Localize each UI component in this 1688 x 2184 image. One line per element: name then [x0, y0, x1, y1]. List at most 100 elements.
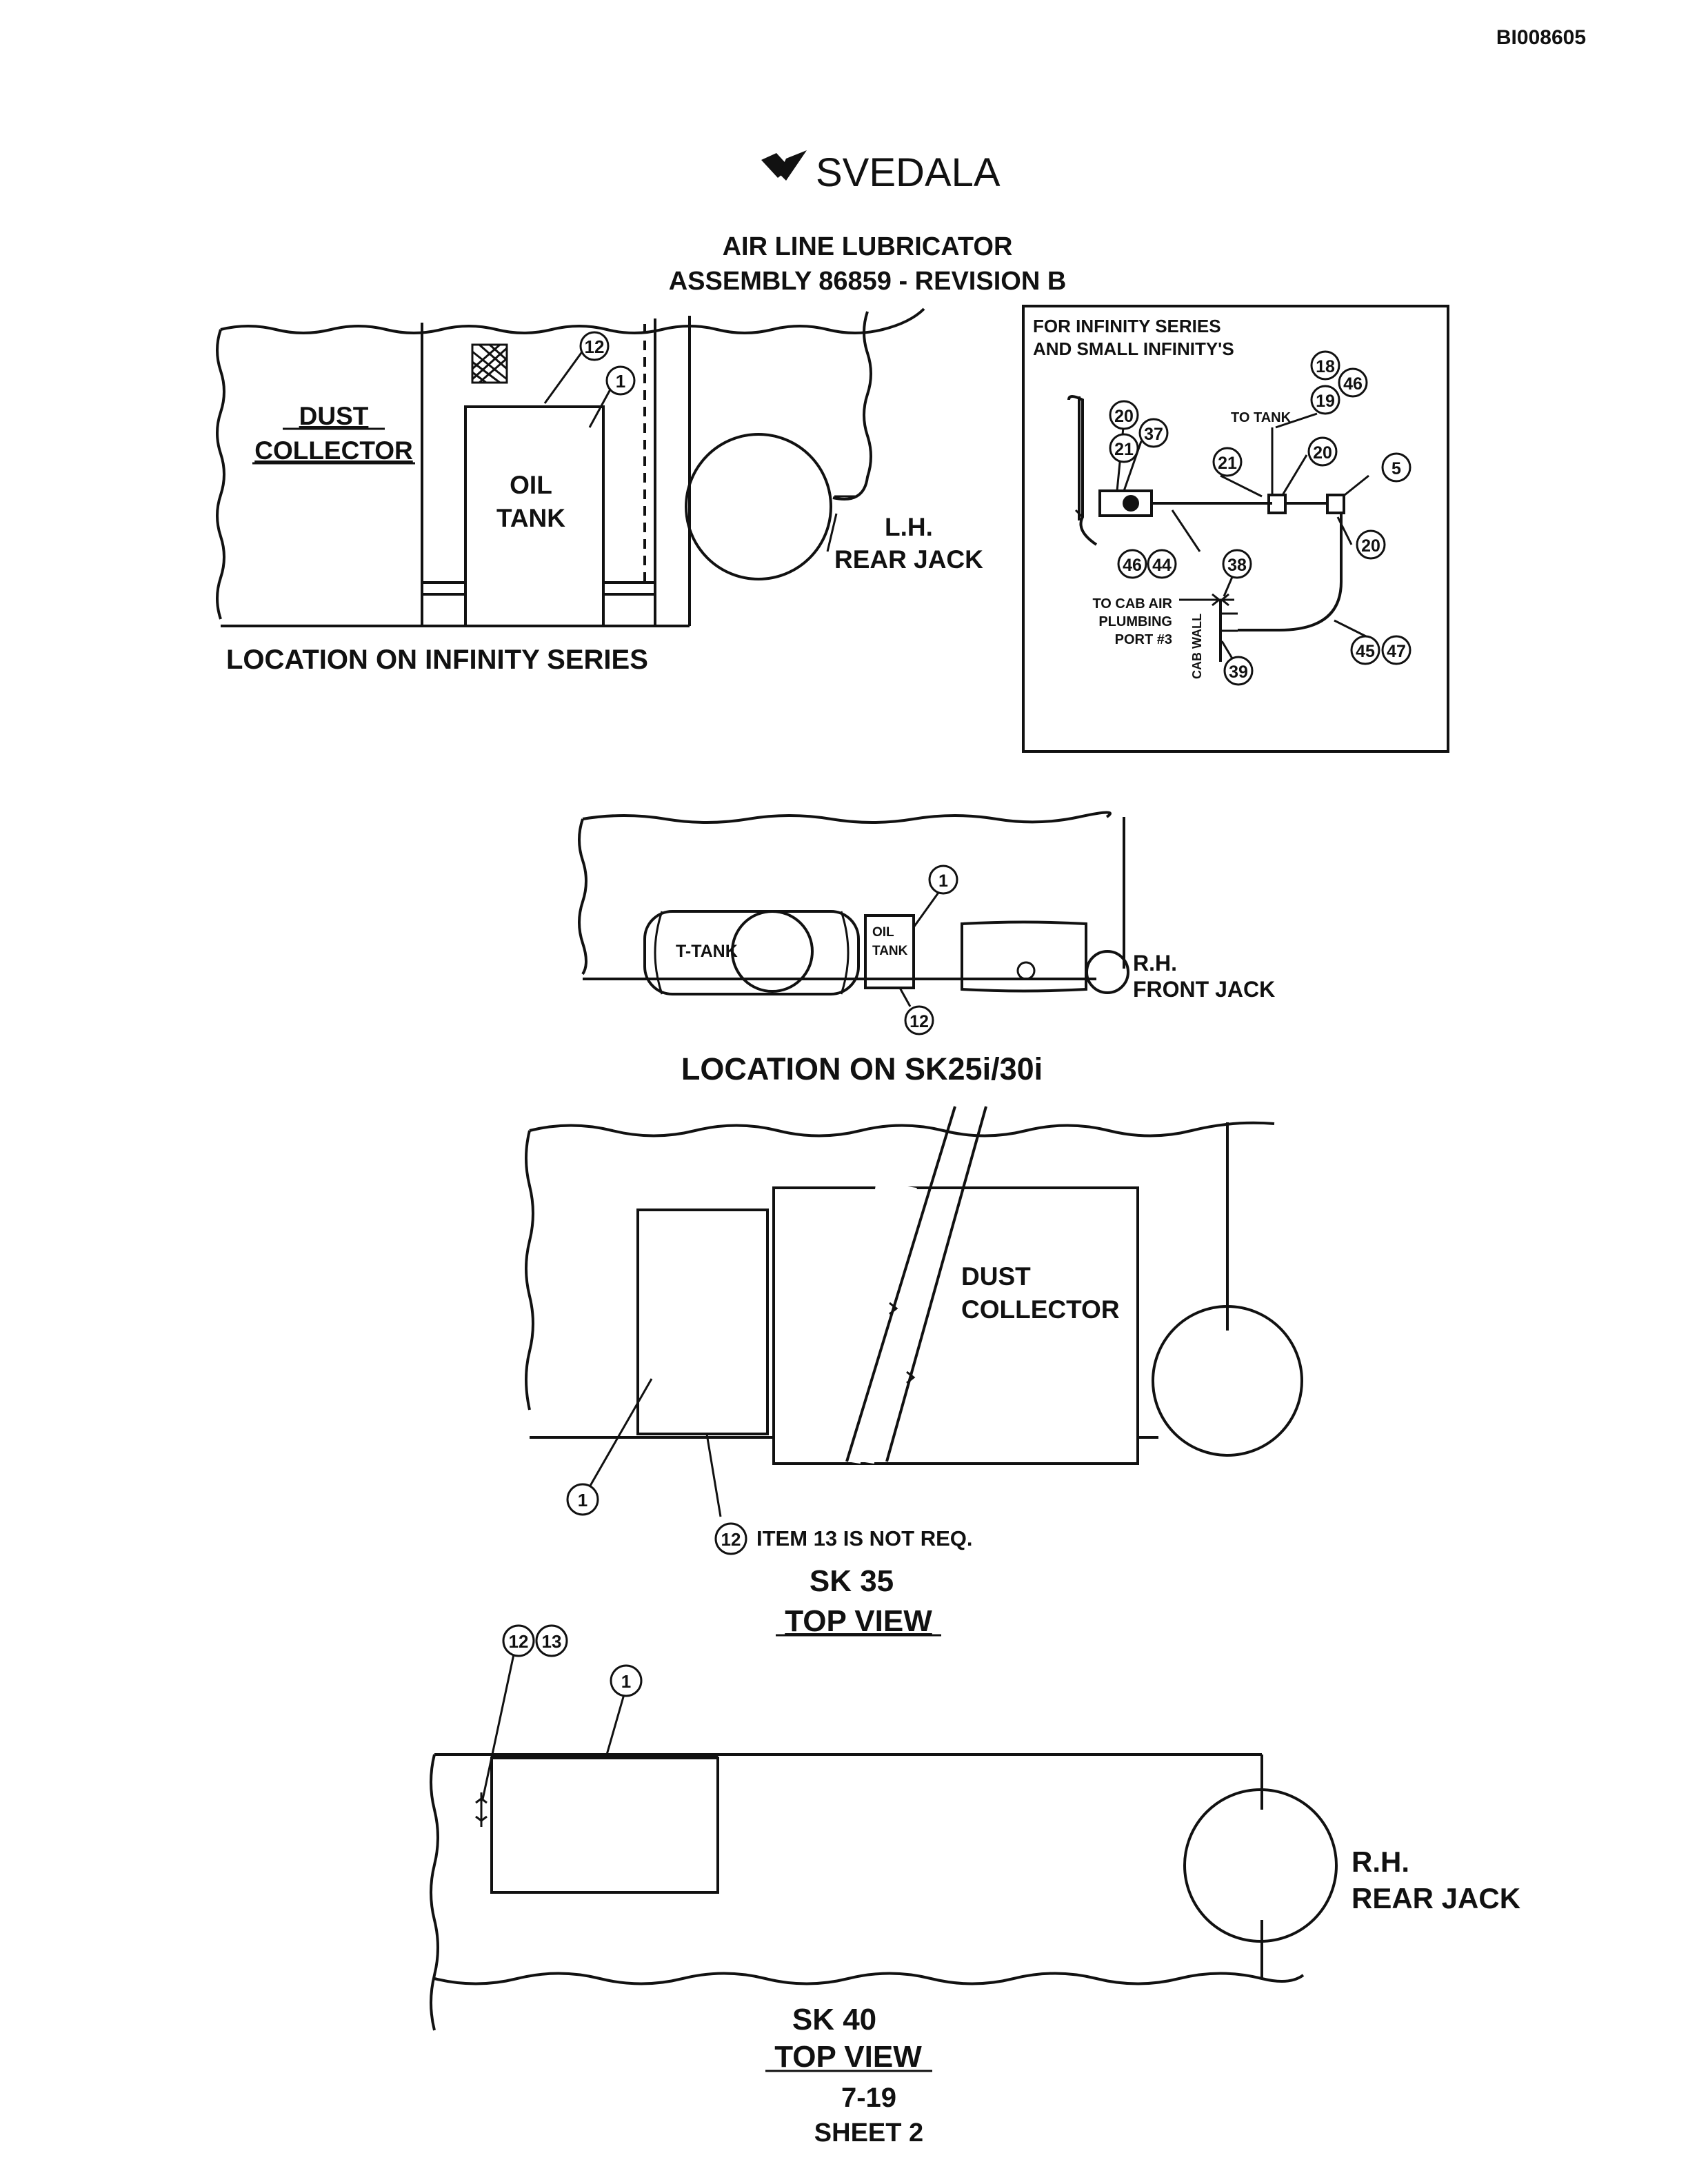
rh-front-jack-label-2: FRONT JACK	[1133, 977, 1275, 1002]
infinity-left-break	[216, 329, 225, 620]
callout-38: 38	[1227, 556, 1247, 575]
sk25-oil-label-2: TANK	[872, 944, 908, 958]
logo-wordmark: SVEDALA	[816, 150, 1001, 195]
lh-rear-jack	[685, 433, 832, 580]
sk25-callout-12	[904, 1005, 934, 1035]
oil-tank-label-2: TANK	[496, 504, 565, 532]
sk25-callout-1-text: 1	[938, 871, 948, 891]
sk40-callout-12	[502, 1624, 535, 1657]
callout-20-b: 20	[1313, 443, 1332, 463]
sk40-caption-2: TOP VIEW	[774, 2040, 922, 2074]
title-line-2: ASSEMBLY 86859 - REVISION B	[669, 267, 1067, 296]
infinity-top-break	[220, 307, 925, 334]
sk25-left-break	[578, 818, 587, 975]
callout-21-a: 21	[1114, 440, 1134, 459]
sk35-callout-12	[714, 1522, 747, 1555]
infinity-caption: LOCATION ON INFINITY SERIES	[226, 645, 648, 675]
document-id: BI008605	[1496, 26, 1586, 49]
detail-heading-2: AND SMALL INFINITY'S	[1033, 338, 1234, 359]
filler-cap-hatch	[471, 343, 508, 384]
sk40-callout-13-text: 13	[542, 1631, 562, 1652]
callout-46-a: 46	[1343, 374, 1363, 394]
sk40-callout-1-text: 1	[621, 1671, 631, 1692]
to-cab-label-2: PLUMBING	[1098, 614, 1172, 629]
rh-front-jack-label-1: R.H.	[1133, 951, 1177, 975]
to-cab-label-3: PORT #3	[1115, 632, 1172, 647]
sk25-dust-box	[961, 920, 1087, 993]
sk35-oil-tank	[636, 1209, 769, 1435]
callout-46-b: 46	[1123, 556, 1142, 575]
sk35-jack	[1152, 1305, 1303, 1457]
callout-5: 5	[1391, 459, 1401, 478]
callout-20-c: 20	[1361, 536, 1380, 556]
infinity-series-view: DUST COLLECTOR OIL TANK L.H. REAR JACK L…	[216, 307, 983, 675]
callout-1-text: 1	[616, 371, 625, 392]
t-tank-label: T-TANK	[676, 942, 738, 961]
sk25-callout-1	[928, 865, 958, 895]
sk25-oil-label-1: OIL	[872, 925, 894, 940]
tee-fitting-right	[1326, 494, 1345, 514]
rh-front-jack	[1085, 950, 1129, 994]
lh-jack-label-2: REAR JACK	[834, 545, 983, 574]
callout-21-b: 21	[1218, 454, 1237, 473]
sk35-view: DUST COLLECTOR 1 12 ITEM 13 IS NOT REQ. …	[525, 1106, 1303, 1638]
sk40-caption-1: SK 40	[792, 2003, 876, 2036]
sk35-dust-label-1: DUST	[961, 1262, 1031, 1291]
sk35-caption-2: TOP VIEW	[785, 1604, 932, 1638]
sk35-top-break	[529, 1121, 1275, 1138]
to-tank-label: TO TANK	[1231, 410, 1292, 425]
callout-47: 47	[1387, 642, 1406, 661]
sk35-callout-12-text: 12	[721, 1529, 741, 1550]
callout-45: 45	[1356, 642, 1375, 661]
callout-12-text: 12	[585, 336, 605, 357]
sk25-caption: LOCATION ON SK25i/30i	[681, 1051, 1043, 1086]
sk35-dust-label-2: COLLECTOR	[961, 1295, 1120, 1324]
sheet-number: SHEET 2	[814, 2119, 923, 2147]
sk35-dust-collector	[772, 1186, 1139, 1465]
sk35-callout-1-text: 1	[578, 1490, 587, 1510]
sk25-oil-tank	[864, 914, 915, 989]
dust-collector-label-1: DUST	[299, 402, 369, 430]
infinity-detail-box: FOR INFINITY SERIES AND SMALL INFINITY'S…	[1022, 305, 1449, 753]
sk25-top-break	[582, 811, 1112, 824]
detail-frame	[1022, 305, 1449, 753]
svedala-logo: SVEDALA	[761, 150, 1001, 195]
callout-37: 37	[1144, 425, 1163, 444]
callout-19: 19	[1316, 392, 1335, 411]
page-number: 7-19	[841, 2083, 896, 2113]
sk25-callout-12-text: 12	[910, 1012, 929, 1031]
sk40-callout-13	[535, 1624, 568, 1657]
callout-1	[605, 365, 636, 396]
dust-collector-label-2: COLLECTOR	[254, 436, 413, 465]
sk40-callout-12-text: 12	[509, 1631, 529, 1652]
lh-jack-label-1: L.H.	[885, 513, 933, 541]
return-pipe	[1238, 513, 1343, 631]
sk40-jack-label-1: R.H.	[1352, 1846, 1409, 1878]
t-tank	[643, 910, 860, 995]
to-cab-label-1: TO CAB AIR	[1092, 596, 1172, 611]
supply-pipe	[1067, 395, 1098, 546]
sk35-caption-1: SK 35	[810, 1564, 894, 1598]
infinity-right-break	[832, 311, 872, 501]
callout-12	[579, 331, 610, 361]
sk40-view: R.H. REAR JACK 12 13 1 SK 40 TOP VIEW	[430, 1624, 1520, 2074]
sk40-oil-tank	[490, 1757, 719, 1894]
sk40-callout-1	[610, 1664, 643, 1697]
callout-18: 18	[1316, 357, 1335, 376]
sk35-note: ITEM 13 IS NOT REQ.	[756, 1526, 973, 1550]
sk35-callout-1	[566, 1483, 599, 1516]
infinity-oil-tank	[464, 405, 605, 627]
sk40-left-break	[430, 1754, 439, 2031]
sk40-bottom-break	[434, 1972, 1305, 1985]
title-line-1: AIR LINE LUBRICATOR	[723, 232, 1013, 261]
sk40-rh-rear-jack	[1183, 1788, 1338, 1943]
detail-callouts: 18 46 19 20 37 21 21 20 5 20 46 44 38 39…	[1109, 350, 1411, 686]
sk35-left-break	[525, 1130, 534, 1410]
oil-tank-label-1: OIL	[510, 471, 552, 499]
callout-39: 39	[1229, 663, 1248, 682]
cab-wall-label: CAB WALL	[1190, 614, 1204, 679]
callout-44: 44	[1152, 556, 1172, 575]
sk25-view: T-TANK OIL TANK R.H. FRONT JACK 1 12 LOC…	[578, 811, 1275, 1086]
detail-heading-1: FOR INFINITY SERIES	[1033, 316, 1221, 336]
